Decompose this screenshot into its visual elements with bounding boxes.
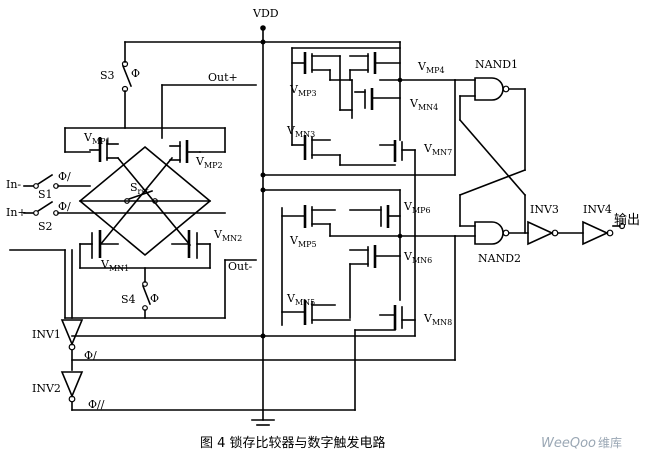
vdd-rail: VDD <box>251 7 279 426</box>
s3-phase-label: Φ <box>131 67 140 80</box>
s3-label: S3 <box>100 69 115 82</box>
lower-latch: VMP5 VMP6 VMN6 VMN5 VMN8 <box>260 172 456 411</box>
s1-phase-label: Φ/ <box>58 170 71 183</box>
vmn2-label: VMN2 <box>213 228 242 243</box>
vmp6-label: VMP6 <box>403 200 431 215</box>
vmp1-label: VMP1 <box>83 131 111 146</box>
vmp3-label: VMP3 <box>289 83 317 98</box>
s4-label: S4 <box>121 293 136 306</box>
output-label: 输出 <box>614 212 640 228</box>
inv4-label: INV4 <box>583 203 612 216</box>
in-plus-label: In+ <box>6 206 27 219</box>
vmn6-label: VMN6 <box>403 250 432 265</box>
vmn7-label: VMN7 <box>423 142 452 157</box>
out-minus-label: Out- <box>228 260 253 273</box>
inv3-label: INV3 <box>530 203 559 216</box>
srst-label: Srst <box>130 181 149 196</box>
s4-phase-label: Φ <box>150 292 159 305</box>
s2-label: S2 <box>38 220 53 233</box>
inv1-label: INV1 <box>32 328 61 341</box>
vmp2-label: VMP2 <box>195 155 223 170</box>
vmp4-label: VMP4 <box>417 60 445 75</box>
watermark-brand: WeeQoo <box>541 436 596 451</box>
vmn4-label: VMN4 <box>409 97 438 112</box>
s1-label: S1 <box>38 188 53 201</box>
s3-branch: S3 Φ <box>100 39 401 129</box>
vmn1-label: VMN1 <box>100 258 129 273</box>
inv2-label: INV2 <box>32 382 61 395</box>
input-stage: Out+ VMP1 VMP2 Srst In- <box>6 71 257 319</box>
watermark: WeeQoo 维库 <box>541 435 622 451</box>
in-minus-label: In- <box>6 178 21 191</box>
s2-phase-label: Φ/ <box>58 200 71 213</box>
figure-caption: 图 4 锁存比较器与数字触发电路 <box>200 435 386 451</box>
vdd-label: VDD <box>252 7 279 20</box>
vmn8-label: VMN8 <box>423 312 452 327</box>
inv2-phase-label: Φ// <box>88 398 105 411</box>
digital-trigger: NAND1 NAND2 INV3 INV4 输出 <box>454 58 640 361</box>
nand1-label: NAND1 <box>475 58 518 71</box>
watermark-suffix: 维库 <box>598 435 622 450</box>
vmn5-label: VMN5 <box>286 292 315 307</box>
vmn3-label: VMN3 <box>286 124 315 139</box>
clock-inverters: INV1 Φ/ INV2 Φ// <box>32 249 456 411</box>
inv1-phase-label: Φ/ <box>84 349 97 362</box>
nand2-label: NAND2 <box>478 252 521 265</box>
out-plus-label: Out+ <box>208 71 238 84</box>
upper-latch: VMP3 VMP4 VMN4 VMN3 <box>286 41 456 337</box>
vmp5-label: VMP5 <box>289 234 317 249</box>
